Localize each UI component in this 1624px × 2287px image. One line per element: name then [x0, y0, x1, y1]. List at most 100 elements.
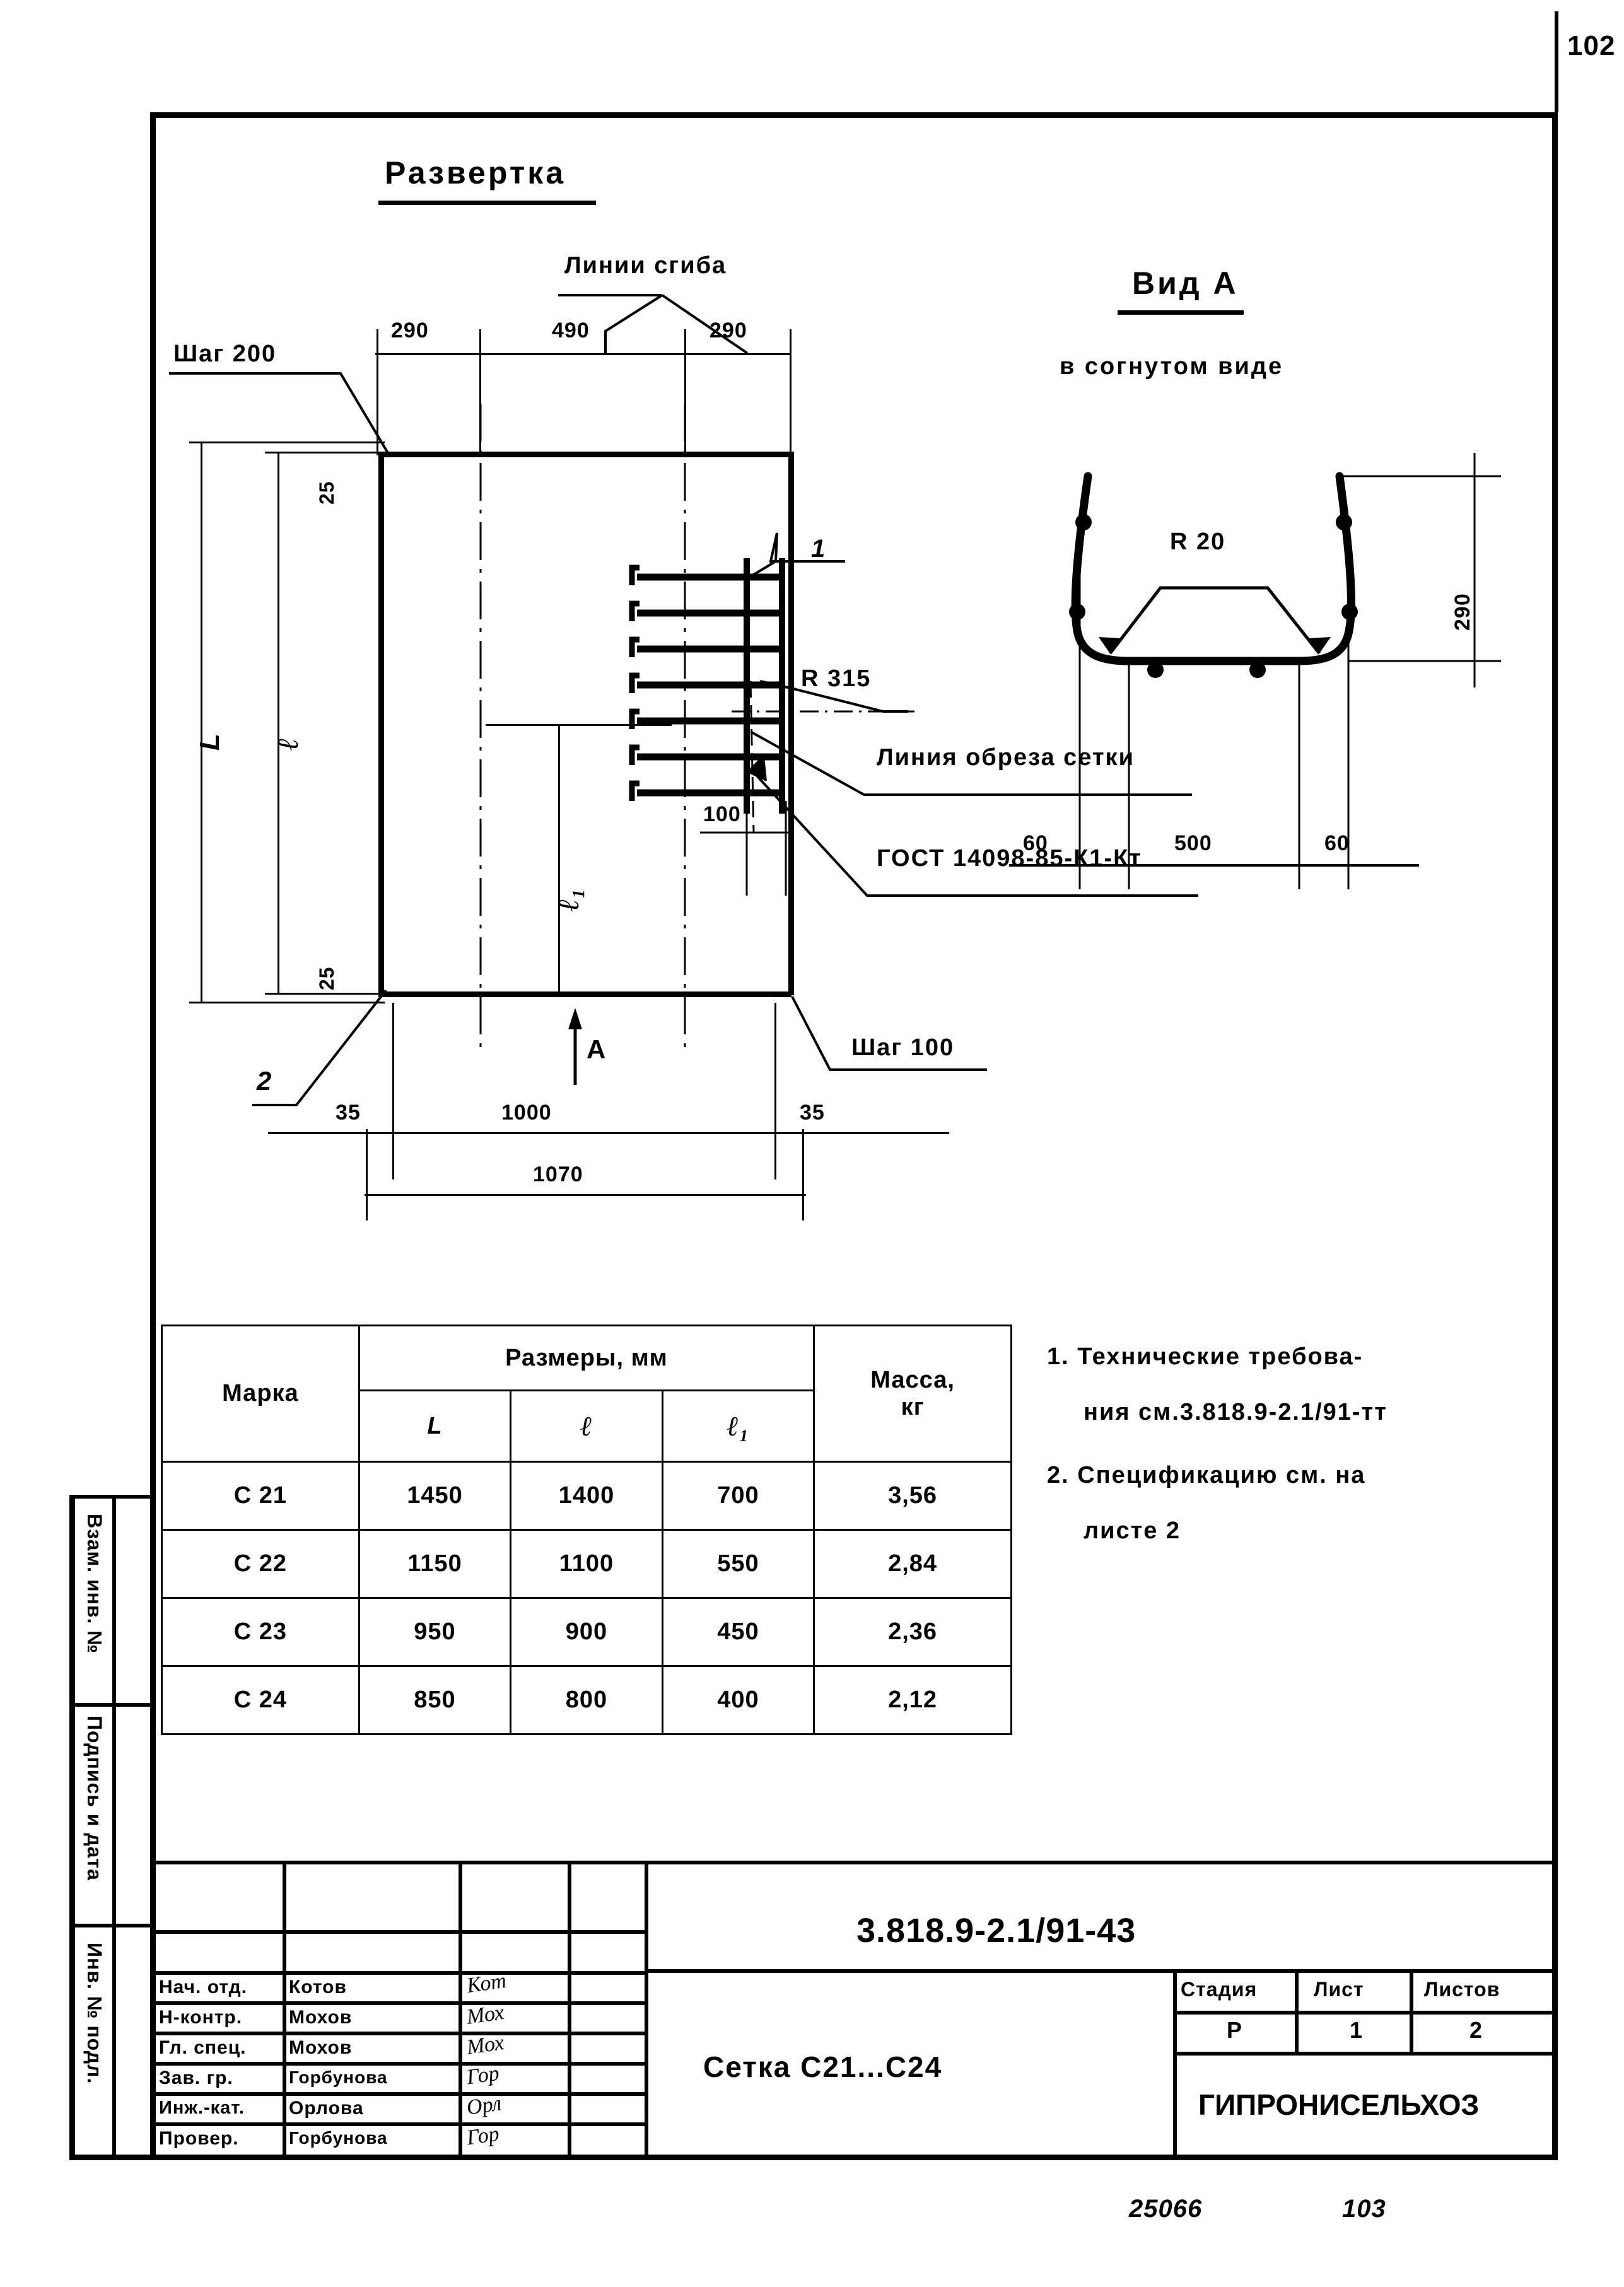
titleblock-stage-div-2 — [1410, 1969, 1413, 2052]
top-dim-ext-2 — [479, 329, 481, 455]
dim-35-left: 35 — [336, 1101, 361, 1125]
dim-1000-ext-right — [774, 1003, 776, 1179]
cell-L: 850 — [358, 1665, 512, 1735]
development-view-title: Развертка — [385, 155, 566, 190]
frame-top — [150, 112, 1558, 118]
table-row: С 22 1150 1100 550 2,84 — [161, 1529, 1012, 1599]
dim-l1-top-ext — [486, 724, 672, 726]
specification-table: Марка Размеры, мм Масса, кг L ℓ ℓ₁ С 21 … — [161, 1325, 1012, 1735]
role-label-5: Провер. — [159, 2128, 239, 2149]
titleblock-code-rule — [645, 1969, 1552, 1973]
stage-value-sheet: 1 — [1350, 2017, 1364, 2043]
dim-35-right: 35 — [800, 1101, 825, 1125]
dim-100-label: 100 — [703, 802, 741, 826]
dim-290-right: 290 — [710, 319, 747, 342]
drawing-name: Сетка С21...С24 — [703, 2050, 943, 2083]
mesh-cut-line-label: Линия обреза сетки — [877, 744, 1135, 771]
signature-text-3: Гор — [465, 2061, 501, 2090]
dim-l-bot-ext — [265, 993, 391, 995]
th-mark: Марка — [161, 1325, 360, 1463]
side-strip-top — [69, 1495, 152, 1499]
view-a-title-underline — [1118, 310, 1244, 315]
role-name-5: Горбунова — [289, 2128, 388, 2148]
dim-L-top-ext — [189, 442, 385, 443]
dim-l-top-ext — [265, 452, 391, 453]
signature-text-4: Орл — [465, 2091, 503, 2120]
titleblock-stage-rule-2 — [1173, 2052, 1552, 2056]
blank-right-edge — [788, 452, 794, 995]
footer-page: 103 — [1342, 2195, 1386, 2223]
titleblock-stage-div-1 — [1295, 1969, 1299, 2052]
view-a-title: Вид А — [1132, 266, 1239, 301]
dim-1070: 1070 — [533, 1162, 583, 1186]
titleblock-col-b — [459, 1861, 462, 2155]
gost-label: ГОСТ 14098-85-К1-Кт — [877, 845, 1142, 872]
section-letter-a: A — [587, 1034, 607, 1064]
radius-315-label: R 315 — [801, 665, 872, 692]
top-dim-ext-3 — [684, 329, 686, 455]
cell-l: 800 — [510, 1665, 663, 1735]
dim-60-left: 60 — [1023, 831, 1048, 855]
cell-mark: С 22 — [161, 1529, 360, 1599]
stage-header-sheet: Лист — [1314, 1978, 1364, 2001]
stage-header-stage: Стадия — [1181, 1978, 1258, 2001]
dim-1000: 1000 — [501, 1101, 552, 1125]
cell-L: 1450 — [358, 1461, 512, 1531]
step-200-label: Шаг 200 — [173, 341, 277, 367]
role-label-2: Гл. спец. — [159, 2037, 247, 2058]
cell-l1: 400 — [661, 1665, 815, 1735]
titleblock-col-d — [645, 1861, 648, 2155]
titleblock-stage-col — [1173, 1969, 1177, 2155]
th-sizes: Размеры, мм — [358, 1325, 815, 1391]
cell-l1: 700 — [661, 1461, 815, 1531]
dim-60-right: 60 — [1324, 831, 1350, 855]
drawing-code: 3.818.9-2.1/91-43 — [856, 1912, 1136, 1950]
note-1-line-1: 1. Технические требова- — [1047, 1343, 1364, 1370]
signature-text-2: Мох — [465, 2031, 506, 2059]
role-name-2: Мохов — [289, 2037, 353, 2058]
th-mass-text: Масса, — [870, 1366, 955, 1393]
role-name-1: Мохов — [289, 2007, 353, 2028]
dim-500: 500 — [1174, 831, 1212, 855]
note-2-line-2: листе 2 — [1084, 1518, 1181, 1544]
titleblock-rule-rev1 — [152, 1930, 645, 1934]
dim-290-height: 290 — [1451, 593, 1475, 631]
signature-4: Орл — [465, 2091, 503, 2120]
table-row: С 24 850 800 400 2,12 — [161, 1665, 1012, 1735]
signature-1: Мох — [465, 2001, 506, 2029]
frame-left — [150, 112, 156, 2158]
cell-l: 1100 — [510, 1529, 663, 1599]
cell-l1: 550 — [661, 1529, 815, 1599]
side-strip-inner-edge — [112, 1495, 116, 2158]
signature-text-0: Кот — [465, 1968, 508, 1998]
cell-mass: 3,56 — [813, 1461, 1012, 1531]
note-2-line-1: 2. Спецификацию см. на — [1047, 1462, 1366, 1489]
role-name-3: Горбунова — [289, 2068, 388, 2087]
dim-1070-ext-right — [802, 1129, 804, 1220]
blank-left-edge — [378, 452, 384, 995]
blank-bottom-edge — [378, 991, 792, 997]
organization-name: ГИПРОНИСЕЛЬХОЗ — [1198, 2088, 1480, 2121]
cell-l: 1400 — [510, 1461, 663, 1531]
side-strip-left-edge — [69, 1495, 75, 2158]
top-dim-line — [375, 353, 792, 355]
cell-L: 1150 — [358, 1529, 512, 1599]
role-label-3: Зав. гр. — [159, 2068, 233, 2088]
cell-mass: 2,12 — [813, 1665, 1012, 1735]
signature-text-1: Мох — [465, 2001, 506, 2029]
cell-l: 900 — [510, 1597, 663, 1667]
position-1-label: 1 — [811, 535, 826, 563]
page-corner-number: 102 — [1567, 30, 1616, 61]
table-header-row-2: L ℓ ℓ₁ — [162, 1389, 1012, 1463]
signature-3: Гор — [465, 2061, 501, 2090]
titleblock-col-a — [283, 1861, 286, 2155]
top-dim-ext-1 — [377, 329, 378, 455]
titleblock-role-rule-5 — [152, 2122, 645, 2126]
